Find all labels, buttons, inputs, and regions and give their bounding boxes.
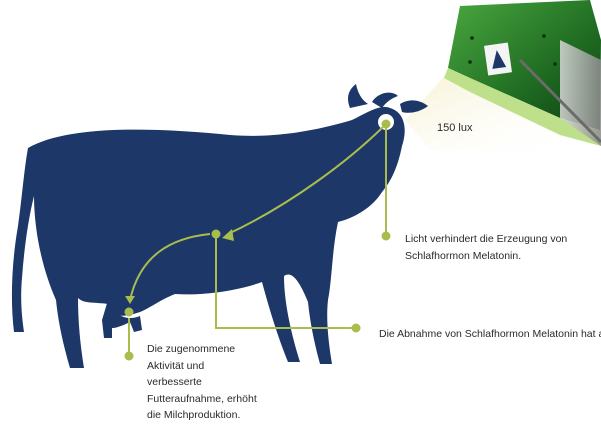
lamp-logo-mark [492,50,507,69]
cow-silhouette [11,84,428,368]
milk-production-caption: Die zugenommene Aktivität und verbessert… [147,343,257,421]
light-beam [405,70,590,150]
node-caption3 [124,351,134,361]
node-caption1 [381,231,391,241]
node-eye [381,119,391,129]
eye-to-brain-arrow-path [227,123,387,235]
lamp-fixture [444,0,601,146]
pathway-nodes [124,119,391,361]
arrowhead-udder [125,296,135,304]
node-brain [211,229,221,239]
melatonin-effect-caption: Die Abnahme von Schlafhormon Melatonin h… [379,328,601,340]
brain-to-caption2-line [215,234,356,329]
brain-to-udder-arrow-path [129,233,211,301]
effect-pathways [128,123,387,355]
lux-label: 150 lux [437,122,473,134]
node-caption2 [351,323,361,333]
arrowheads [125,229,234,304]
arrowhead-brain [222,229,234,241]
light-effect-caption: Licht verhindert die Erzeugung von Schla… [405,233,568,262]
node-udder [124,307,134,317]
